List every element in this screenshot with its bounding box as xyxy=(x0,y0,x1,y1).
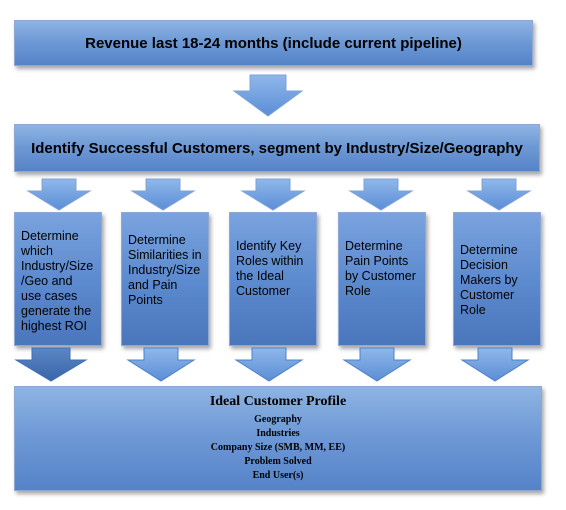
column-label: Identify Key Roles within the Ideal Cust… xyxy=(236,239,304,298)
down-arrow-icon xyxy=(26,178,92,211)
down-arrow-icon xyxy=(130,178,196,211)
ideal-customer-profile-box: Ideal Customer Profile Geography Industr… xyxy=(14,386,542,491)
down-arrow-icon xyxy=(126,347,196,382)
profile-item: Problem Solved xyxy=(244,456,312,467)
column-box-roi: Determine which Industry/Size /Geo and u… xyxy=(14,212,102,346)
profile-item: Geography xyxy=(254,414,302,425)
down-arrow-icon xyxy=(240,178,306,211)
down-arrow-icon xyxy=(348,178,414,211)
down-arrow-icon xyxy=(460,347,530,382)
down-arrow-icon xyxy=(14,347,88,382)
segment-box: Identify Successful Customers, segment b… xyxy=(14,124,540,172)
column-label: Determine Similarities in Industry/Size … xyxy=(128,233,202,307)
profile-item: End User(s) xyxy=(252,470,304,481)
column-label: Determine which Industry/Size /Geo and u… xyxy=(21,229,94,333)
profile-item: Industries xyxy=(256,428,300,439)
column-box-key-roles: Identify Key Roles within the Ideal Cust… xyxy=(229,212,317,346)
column-label: Determine Pain Points by Customer Role xyxy=(345,239,416,298)
segment-box-label: Identify Successful Customers, segment b… xyxy=(31,139,523,157)
down-arrow-icon xyxy=(342,347,412,382)
column-label: Determine Decision Makers by Customer Ro… xyxy=(460,243,518,317)
column-box-pain-points: Determine Pain Points by Customer Role xyxy=(338,212,426,346)
down-arrow-icon xyxy=(466,178,532,211)
profile-item: Company Size (SMB, MM, EE) xyxy=(210,442,346,453)
column-box-decision-makers: Determine Decision Makers by Customer Ro… xyxy=(453,212,541,346)
down-arrow-icon xyxy=(232,74,304,117)
profile-title: Ideal Customer Profile xyxy=(209,394,347,409)
revenue-box-label: Revenue last 18-24 months (include curre… xyxy=(85,34,462,52)
revenue-box: Revenue last 18-24 months (include curre… xyxy=(14,20,533,66)
down-arrow-icon xyxy=(234,347,304,382)
column-box-similarities: Determine Similarities in Industry/Size … xyxy=(121,212,209,346)
